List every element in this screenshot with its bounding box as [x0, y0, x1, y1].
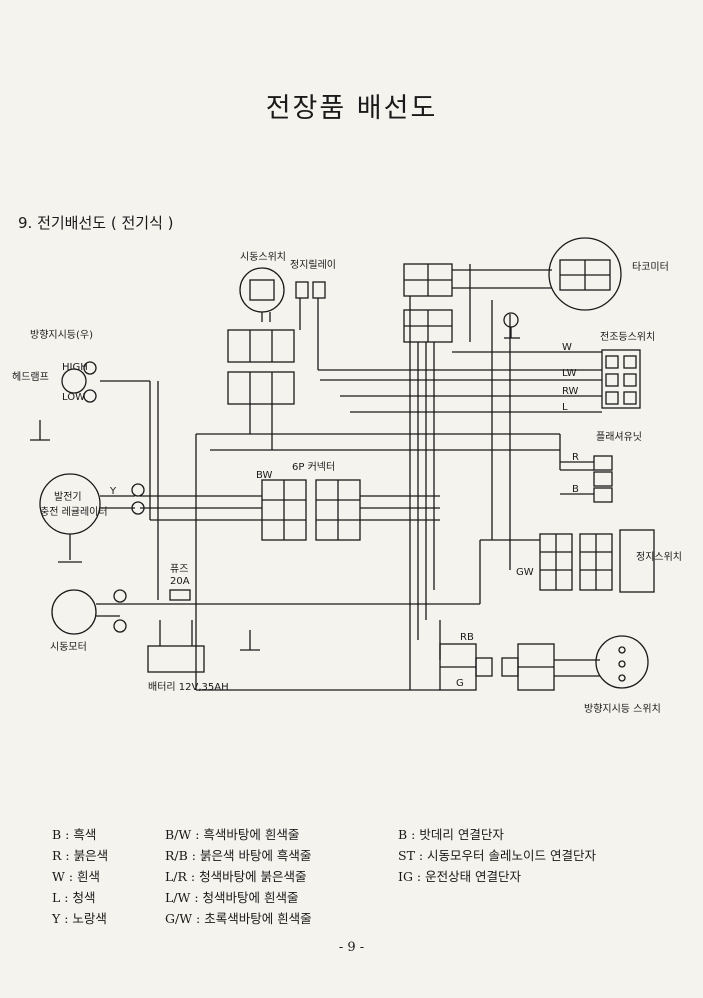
label-starter-motor: 시동모터 [50, 641, 87, 653]
label-direction-indicator: 방향지시등(우) [30, 329, 93, 341]
ignition-connector-upper [227, 329, 295, 363]
label-headlight-low: LOW [62, 392, 85, 403]
wire-label-lw: LW [562, 368, 577, 379]
label-connector-6p: 6P 커넥터 [292, 461, 335, 473]
label-generator: 발전기 [54, 491, 82, 503]
label-stop-relay: 정지릴레이 [290, 258, 336, 271]
legend-colors: B : 흑색 R : 붉은색 W : 흰색 L : 청색 Y : 노랑색 [52, 824, 108, 929]
connector-6p-left [261, 479, 307, 541]
legend-stripe-row: L/W : 청색바탕에 흰색줄 [165, 890, 299, 905]
right-side-box [619, 529, 655, 593]
label-fuse: 퓨즈 [170, 564, 188, 575]
tachometer-connector-a [403, 263, 453, 297]
wire-label-y: Y [109, 486, 117, 497]
label-combination-switch: 전조등스위치 [600, 330, 655, 343]
tachometer [548, 237, 622, 311]
generator [39, 473, 145, 563]
wire-label-l: L [562, 402, 568, 413]
wire-label-rw: RW [562, 386, 579, 397]
wire-label-gw: GW [516, 567, 534, 578]
ignition-switch [239, 267, 285, 322]
tachometer-connector-b [403, 309, 453, 343]
wire-label-rb: RB [460, 632, 474, 643]
legend-stripe-row: L/R : 청색바탕에 붉은색줄 [165, 869, 307, 884]
legend-color-row: Y : 노랑색 [52, 911, 107, 926]
section-title: 9. 전기배선도 ( 전기식 ) [18, 214, 174, 232]
label-headlight-high: HIGH [62, 362, 88, 373]
wire-label-bw: BW [256, 470, 273, 481]
battery [147, 620, 205, 673]
legend-color-row: R : 붉은색 [52, 848, 109, 863]
legend-terminal-row: IG : 운전상태 연결단자 [398, 869, 522, 884]
flasher-relay [593, 455, 613, 503]
fuse [169, 589, 191, 601]
legend-terminals: B : 밧데리 연결단자 ST : 시동모우터 솔레노이드 연결단자 IG : … [398, 824, 596, 887]
wiring-diagram: 시동스위치 정지릴레이 헤드램프 방향지시등(우) HIGH LOW 발전기 충… [12, 237, 682, 715]
wire-harness [120, 264, 602, 691]
bottom-connector-right [501, 643, 555, 691]
right-connector-a [539, 533, 573, 591]
wire-label-w: W [562, 342, 572, 353]
stop-relay [295, 281, 326, 299]
label-tachometer: 타코미터 [632, 261, 669, 273]
direction-switch [595, 635, 649, 689]
label-direction-switch: 방향지시등 스위치 [584, 702, 661, 715]
legend-stripe-row: G/W : 초록색바탕에 흰색줄 [165, 911, 312, 926]
combination-switch [601, 349, 641, 409]
bottom-connector-left [439, 643, 493, 691]
connector-6p-right [315, 479, 361, 541]
wire-label-r: R [572, 452, 579, 463]
page-title: 전장품 배선도 [265, 93, 438, 124]
headlight [30, 361, 150, 441]
label-fuse-rating: 20A [170, 576, 190, 587]
label-charging-regulator: 충전 레귤레이터 [40, 506, 108, 518]
legend-stripe-row: B/W : 흑색바탕에 흰색줄 [165, 827, 300, 842]
page-number: - 9 - [338, 940, 365, 955]
legend-color-row: L : 청색 [52, 890, 96, 905]
legend-stripe-row: R/B : 붉은색 바탕에 흑색줄 [165, 848, 312, 863]
legend-terminal-row: ST : 시동모우터 솔레노이드 연결단자 [398, 848, 597, 863]
right-connector-b [579, 533, 613, 591]
wire-label-g: G [456, 678, 464, 689]
legend-color-row: W : 흰색 [52, 869, 101, 884]
wire-label-b: B [572, 484, 579, 495]
ignition-connector-lower [227, 371, 295, 405]
label-battery: 배터리 12V,35AH [148, 681, 229, 693]
label-headlight: 헤드램프 [12, 371, 49, 383]
label-flasher-relay: 플래셔유닛 [596, 431, 642, 443]
legend-color-row: B : 흑색 [52, 827, 97, 842]
starter-motor [51, 589, 127, 635]
legend-terminal-row: B : 밧데리 연결단자 [398, 827, 504, 842]
legend-stripes: B/W : 흑색바탕에 흰색줄 R/B : 붉은색 바탕에 흑색줄 L/R : … [165, 824, 312, 929]
ground-battery [240, 630, 260, 651]
label-ignition-switch: 시동스위치 [240, 250, 286, 263]
ground-2 [503, 312, 520, 339]
label-right-side-box: 정지스위치 [636, 550, 682, 563]
